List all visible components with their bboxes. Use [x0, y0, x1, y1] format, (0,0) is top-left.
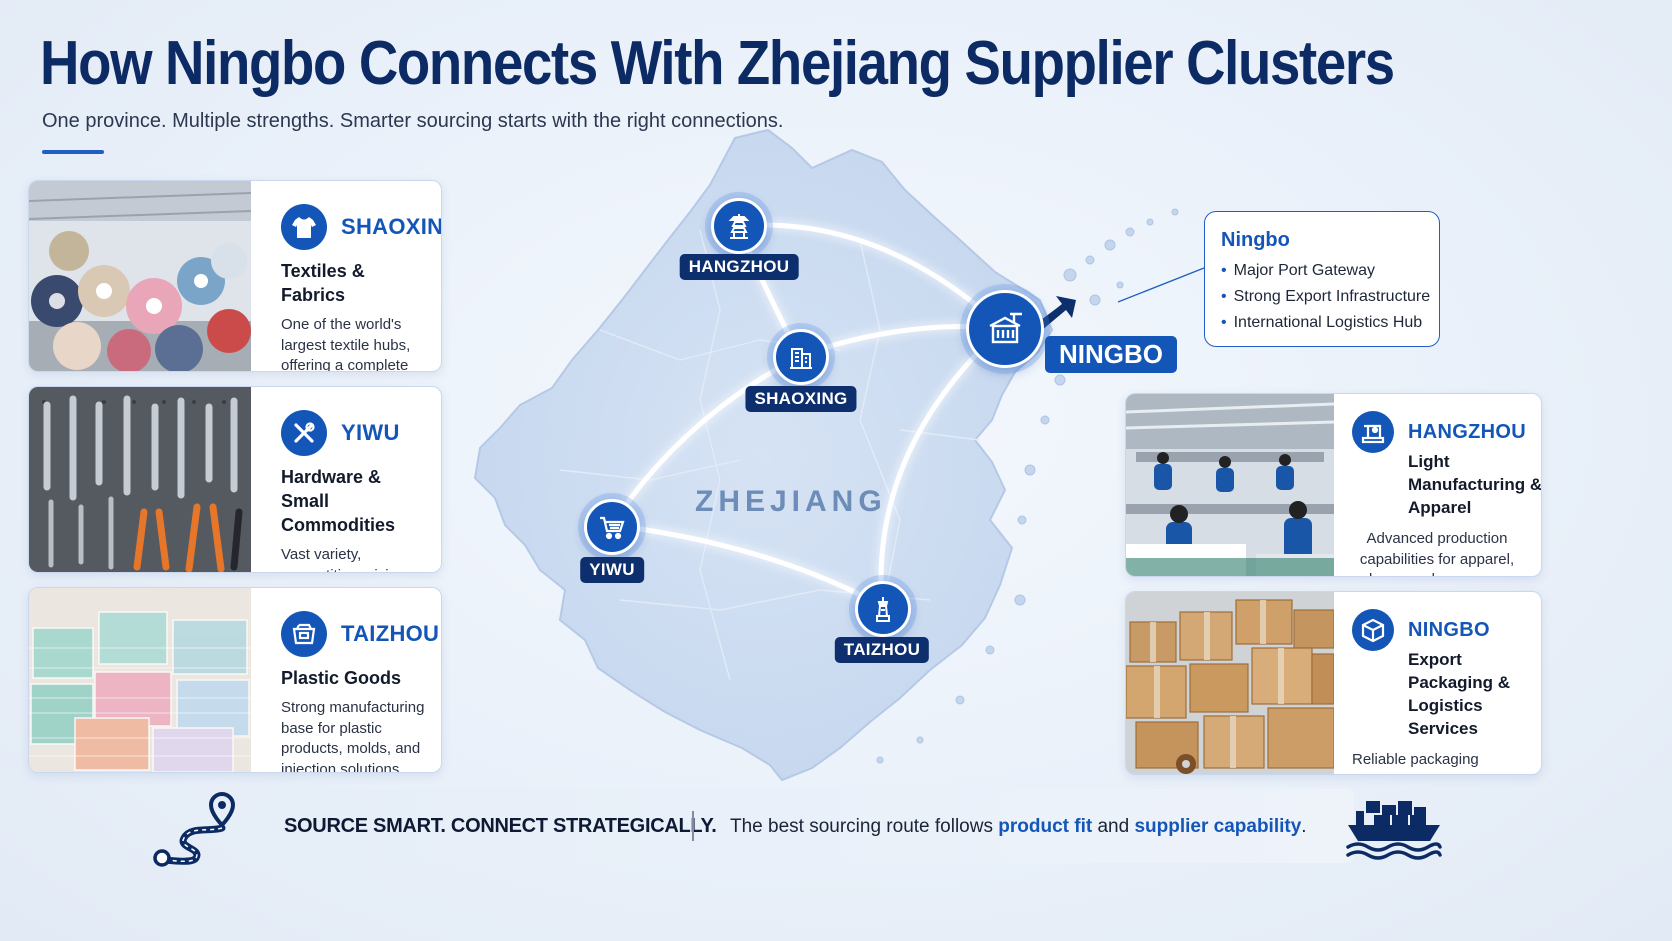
- banner-tagline: SOURCE SMART. CONNECT STRATEGICALLY.: [284, 815, 717, 837]
- bottom-banner: SOURCE SMART. CONNECT STRATEGICALLY. The…: [264, 789, 1354, 863]
- banner-highlight: supplier capability: [1134, 816, 1302, 837]
- pagoda-icon: [728, 214, 750, 239]
- route-yiwu-taizhou: [609, 522, 885, 609]
- node-ningbo[interactable]: [966, 290, 1044, 368]
- node-label-taizhou: TAIZHOU: [834, 637, 930, 663]
- ningbo-info-box: Ningbo Major Port Gateway Strong Export …: [1204, 211, 1440, 347]
- card-body: TAIZHOU Plastic Goods Strong manufacturi…: [251, 588, 441, 772]
- card-category: Light Manufacturing & Apparel: [1408, 452, 1542, 517]
- plastic-icon: [281, 611, 327, 657]
- route-taizhou-ningbo: [878, 325, 1006, 609]
- node-taizhou[interactable]: [855, 581, 911, 637]
- node-label-yiwu: YIWU: [580, 557, 644, 583]
- banner-highlight: product fit: [998, 816, 1093, 837]
- factory-workers-photo: [1126, 394, 1334, 576]
- cluster-card-yiwu: YIWU Hardware & Small Commodities Vast v…: [28, 386, 442, 573]
- banner-message: The best sourcing route follows product …: [730, 816, 1307, 838]
- banner-text: and: [1092, 816, 1135, 837]
- page-subtitle: One province. Multiple strengths. Smarte…: [42, 110, 784, 132]
- map-region-label: ZHEJIANG: [695, 485, 887, 518]
- cluster-card-shaoxing: SHAOXING Textiles & Fabrics One of the w…: [28, 180, 442, 372]
- card-city-name: YIWU: [341, 420, 400, 445]
- card-category: Textiles & Fabrics: [281, 261, 365, 305]
- banner-text: The best sourcing route follows: [730, 816, 999, 837]
- card-body: SHAOXING Textiles & Fabrics One of the w…: [251, 181, 441, 371]
- banner-text: .: [1301, 816, 1307, 837]
- plastic-baskets-photo: [29, 588, 251, 772]
- info-title: Ningbo: [1221, 229, 1290, 251]
- card-category: Hardware & Small Commodities: [281, 467, 396, 535]
- card-city-name: NINGBO: [1408, 618, 1490, 641]
- info-item: Major Port Gateway: [1221, 258, 1439, 284]
- node-shaoxing[interactable]: [773, 329, 829, 385]
- card-city-name: TAIZHOU: [341, 621, 440, 646]
- cargo-ship-icon: [1346, 801, 1442, 860]
- card-description: Strong manufacturing base for plastic pr…: [281, 699, 425, 773]
- page-title: How Ningbo Connects With Zhejiang Suppli…: [40, 29, 1395, 98]
- node-label-shaoxing: SHAOXING: [745, 386, 857, 412]
- card-category: Export Packaging & Logistics Services: [1408, 650, 1511, 738]
- cluster-card-taizhou: TAIZHOU Plastic Goods Strong manufacturi…: [28, 587, 442, 773]
- info-item: International Logistics Hub: [1221, 310, 1439, 336]
- card-category: Plastic Goods: [281, 668, 402, 688]
- card-body: NINGBO Export Packaging & Logistics Serv…: [1334, 592, 1541, 774]
- coastal-islands: [876, 208, 1179, 764]
- info-item: Strong Export Infrastructure: [1221, 284, 1439, 310]
- route-shaoxing-yiwu: [609, 353, 803, 528]
- route-hangzhou-ningbo: [735, 222, 1006, 331]
- node-label-hangzhou: HANGZHOU: [679, 254, 799, 280]
- export-arrow-icon: [1038, 296, 1076, 330]
- node-yiwu[interactable]: [584, 499, 640, 555]
- package-icon: [1352, 609, 1394, 651]
- node-hangzhou[interactable]: [711, 198, 767, 254]
- card-body: HANGZHOU Light Manufacturing & Apparel A…: [1334, 394, 1541, 576]
- tower-icon: [876, 597, 890, 622]
- node-label-ningbo: NINGBO: [1045, 336, 1177, 373]
- shopping-cart-icon: [600, 516, 625, 540]
- banner-divider: [692, 811, 694, 841]
- cluster-card-hangzhou: HANGZHOU Light Manufacturing & Apparel A…: [1125, 393, 1542, 577]
- sewing-machine-icon: [1352, 411, 1394, 453]
- card-body: YIWU Hardware & Small Commodities Vast v…: [251, 387, 441, 572]
- packaging-boxes-photo: [1126, 592, 1334, 774]
- textile-rolls-photo: [29, 181, 251, 371]
- hardware-tools-photo: [29, 387, 251, 572]
- card-description: Vast variety, competitive pricing, and u…: [281, 546, 409, 572]
- card-description: Reliable packaging suppliers and integra…: [1352, 751, 1512, 774]
- route-map-pin-icon: [153, 791, 236, 867]
- card-city-name: SHAOXING: [341, 214, 442, 239]
- building-icon: [790, 348, 812, 369]
- tshirt-icon: [281, 204, 327, 250]
- card-description: One of the world's largest textile hubs,…: [281, 316, 411, 372]
- card-city-name: HANGZHOU: [1408, 420, 1526, 443]
- card-description: Advanced production capabilities for app…: [1359, 530, 1515, 576]
- cluster-card-ningbo: NINGBO Export Packaging & Logistics Serv…: [1125, 591, 1542, 775]
- port-warehouse-icon: [989, 312, 1022, 344]
- accent-bar: [42, 150, 104, 154]
- tools-icon: [281, 410, 327, 456]
